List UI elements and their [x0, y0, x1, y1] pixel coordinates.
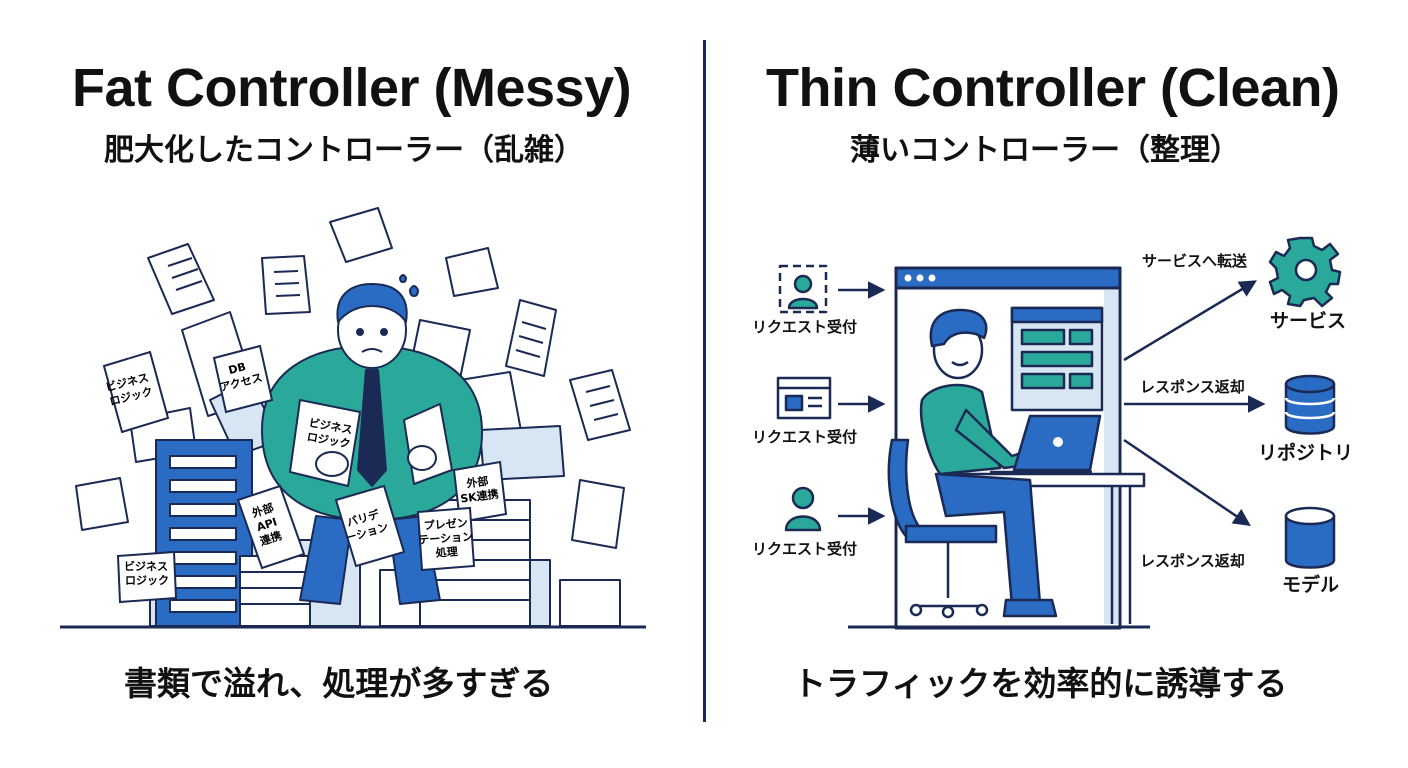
floating-paper	[329, 207, 393, 263]
paper-pile	[239, 555, 311, 627]
model-label: モデル	[1282, 574, 1340, 596]
request-label-1: リクエスト受付	[752, 318, 858, 336]
repository-label: リポジトリ	[1258, 442, 1354, 464]
doc-db-access: DB アクセス	[212, 344, 274, 414]
user-frame-icon	[778, 264, 828, 314]
database-icon	[1284, 374, 1336, 435]
request-label-3: リクエスト受付	[752, 540, 858, 558]
stressed-developer	[261, 274, 483, 605]
left-subtitle: 肥大化したコントローラー（乱雑）	[104, 133, 584, 168]
floating-paper	[571, 479, 625, 549]
left-caption: 書類で溢れ、処理が多すぎる	[124, 664, 554, 703]
floating-paper	[75, 477, 129, 531]
doc-external-sdk: 外部 SK連携	[452, 460, 508, 524]
right-caption: トラフィックを効率的に誘導する	[793, 664, 1288, 703]
left-title: Fat Controller (Messy)	[72, 58, 632, 118]
doc-label: 外部	[465, 474, 490, 491]
floating-paper	[569, 369, 631, 441]
flow-label-response-1: レスポンス返却	[1140, 378, 1245, 396]
doc-label: 連携	[258, 528, 283, 548]
doc-business-logic-1: ビジネス ロジック	[102, 350, 170, 434]
floating-paper	[147, 243, 215, 315]
floating-paper	[261, 255, 311, 315]
browser-window-icon	[776, 376, 832, 420]
cylinder-icon	[1284, 506, 1336, 569]
doc-label: テーション	[418, 530, 474, 547]
doc-validation: バリデ ーション	[334, 484, 406, 568]
floating-paper	[445, 247, 499, 297]
doc-label: 処理	[434, 544, 458, 560]
user-icon	[784, 486, 822, 532]
floating-paper	[505, 299, 557, 377]
doc-label: SK連携	[459, 486, 499, 505]
doc-label: ロジック	[125, 574, 169, 587]
doc-label: プレゼン	[423, 515, 468, 532]
flow-label-response-2: レスポンス返却	[1140, 552, 1245, 570]
doc-business-logic-2: ビジネス ロジック	[116, 550, 178, 604]
calm-developer	[919, 308, 1102, 618]
thin-controller-scene	[776, 236, 1342, 630]
office-chair	[887, 438, 998, 619]
right-title: Thin Controller (Clean)	[766, 58, 1340, 118]
center-divider	[703, 40, 706, 722]
gear-icon	[1268, 236, 1342, 308]
doc-label: ビジネス	[124, 559, 168, 573]
doc-presentation: プレゼン テーション 処理	[416, 506, 476, 572]
doc-external-api: 外部 API 連携	[236, 484, 306, 570]
doc-label: API	[255, 515, 279, 534]
flow-label-forward: サービスへ転送	[1142, 252, 1248, 270]
right-subtitle: 薄いコントローラー（整理）	[850, 133, 1240, 168]
request-label-2: リクエスト受付	[752, 428, 858, 446]
doc-label: 外部	[249, 500, 275, 520]
doc-label: DB	[227, 360, 247, 377]
service-label: サービス	[1270, 310, 1347, 332]
